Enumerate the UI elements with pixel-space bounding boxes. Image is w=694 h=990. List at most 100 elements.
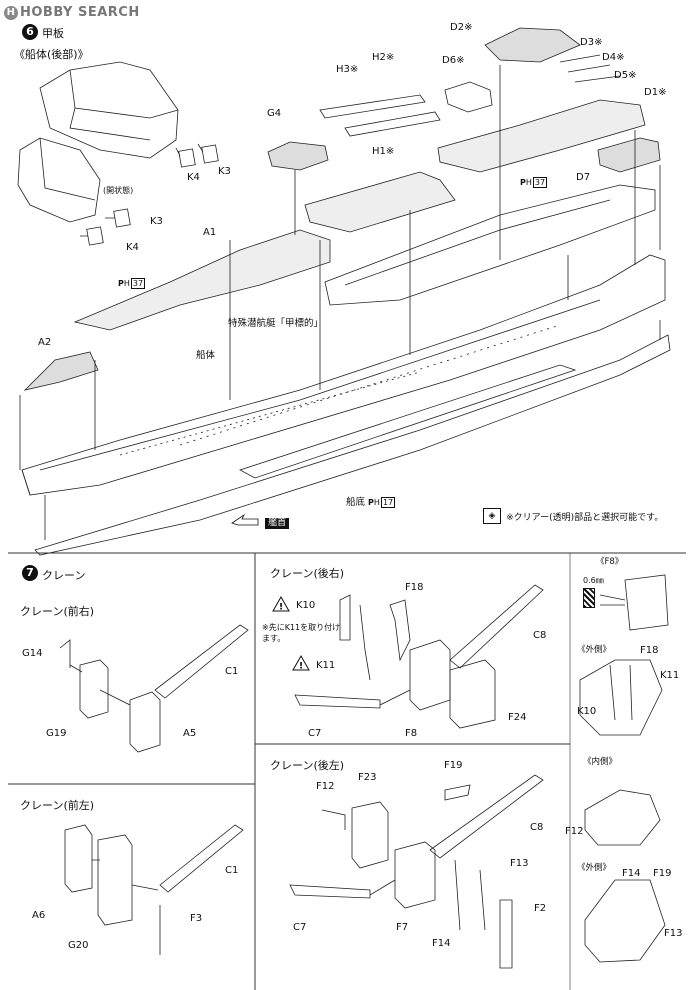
crane-c7-rear-right	[294, 694, 381, 709]
part-label-g19: G19	[46, 728, 67, 739]
part-d6	[444, 81, 493, 113]
part-label-k3-lower: K3	[150, 216, 163, 227]
part-label-c7-rear-right: C7	[308, 728, 322, 739]
part-label-d7: D7	[576, 172, 591, 183]
drill-bit-icon	[583, 588, 595, 608]
part-label-f7: F7	[396, 922, 409, 933]
part-label-d3: D3※	[580, 37, 603, 48]
part-label-f24: F24	[508, 712, 527, 723]
crane-front-right-title: クレーン(前右)	[20, 605, 95, 618]
part-label-h1: H1※	[372, 146, 395, 157]
clear-part-icon: ◈	[483, 507, 501, 524]
part-label-f19: F19	[444, 760, 463, 771]
part-f2	[499, 899, 513, 969]
deck-h1	[304, 171, 456, 233]
rear-hull-detail-2	[17, 137, 101, 223]
part-label-f14: F14	[432, 938, 451, 949]
detail-label-k11: K11	[660, 670, 680, 681]
watermark-text: HOBBY SEARCH	[20, 5, 140, 20]
part-label-k4-lower: K4	[126, 242, 139, 253]
part-label-k10: K10	[296, 600, 316, 611]
part-f19	[444, 784, 471, 801]
bow-direction-indicator: 艦首	[230, 512, 290, 531]
part-label-k4-upper: K4	[187, 172, 200, 183]
part-label-c1-front-left: C1	[225, 865, 239, 876]
svg-text:!: !	[279, 603, 283, 613]
detail-label-f13: F13	[664, 928, 683, 939]
crane-c8-rear-right	[449, 584, 544, 669]
part-k10	[339, 594, 351, 641]
part-label-d1: D1※	[644, 87, 667, 98]
detail-label-k10: K10	[577, 706, 597, 717]
part-f18	[389, 599, 411, 662]
part-label-a6: A6	[32, 910, 46, 921]
part-d7	[597, 137, 661, 173]
bow-arrow-icon	[231, 513, 259, 526]
f8-drill-size: 0.6㎜	[583, 576, 604, 585]
step-7-title: クレーン	[42, 569, 86, 582]
svg-text:!: !	[299, 662, 303, 672]
part-f7	[394, 841, 436, 909]
part-label-c1-front-right: C1	[225, 666, 239, 677]
part-g19	[79, 659, 109, 719]
inner-side-title: 《内側》	[583, 757, 618, 767]
part-label-f23: F23	[358, 772, 377, 783]
part-label-d6: D6※	[442, 55, 465, 66]
open-state-label: (開状態)	[103, 186, 134, 195]
outer-detail-1	[579, 659, 663, 736]
crane-front-left-title: クレーン(前左)	[20, 799, 95, 812]
part-f12	[321, 809, 346, 830]
part-f23	[351, 801, 389, 869]
outer-detail-2	[584, 879, 666, 963]
outer-side-title-2: 《外側》	[577, 863, 612, 873]
part-label-g20: G20	[68, 940, 89, 951]
part-label-d2: D2※	[450, 22, 473, 33]
step-6-title: 甲板	[42, 27, 64, 40]
part-f24	[449, 659, 496, 729]
crane-c8-rear-left	[429, 774, 544, 859]
part-label-a5: A5	[183, 728, 197, 739]
hobby-search-logo-icon: H	[4, 6, 18, 20]
crane-c7-rear-left	[289, 884, 371, 899]
part-label-d4: D4※	[602, 52, 625, 63]
part-a6	[64, 824, 93, 893]
part-f8	[409, 639, 451, 711]
deck-a1	[73, 229, 331, 331]
deck-a2	[23, 351, 99, 391]
part-label-f2: F2	[534, 903, 547, 914]
crane-c1-front-left	[159, 824, 244, 893]
part-label-d5: D5※	[614, 70, 637, 81]
part-d2	[484, 27, 581, 63]
f8-detail	[624, 574, 669, 631]
rear-hull-detail-1	[39, 61, 179, 159]
part-label-g14: G14	[22, 648, 43, 659]
hull	[21, 254, 666, 496]
warning-icon-k11: !	[292, 655, 310, 671]
part-a5	[129, 691, 161, 753]
crane-rear-left-title: クレーン(後左)	[270, 759, 345, 772]
midget-sub-label: 特殊潜航艇「甲標的」	[228, 318, 324, 329]
f8-detail-title: 《F8》	[596, 557, 624, 567]
detail-label-f19: F19	[653, 868, 672, 879]
part-label-h2: H2※	[372, 52, 395, 63]
outer-side-title-1: 《外側》	[577, 645, 612, 655]
part-g20	[97, 834, 133, 926]
inner-detail	[584, 789, 661, 846]
part-g4	[267, 141, 329, 171]
midget-sub-tray	[324, 184, 656, 306]
step-7-number: 7	[22, 565, 38, 581]
clear-part-note: ◈ ※クリアー(透明)部品と選択可能です。	[483, 505, 663, 524]
detail-label-f14: F14	[622, 868, 641, 879]
part-label-f3: F3	[190, 913, 203, 924]
crane-rear-right-title: クレーン(後右)	[270, 567, 345, 580]
part-label-c8-rear-left: C8	[530, 822, 544, 833]
detail-label-f12: F12	[565, 826, 584, 837]
hull-bottom	[34, 334, 671, 556]
bow-label: 艦首	[265, 518, 290, 529]
part-label-k11: K11	[316, 660, 336, 671]
part-label-k3-upper: K3	[218, 166, 231, 177]
